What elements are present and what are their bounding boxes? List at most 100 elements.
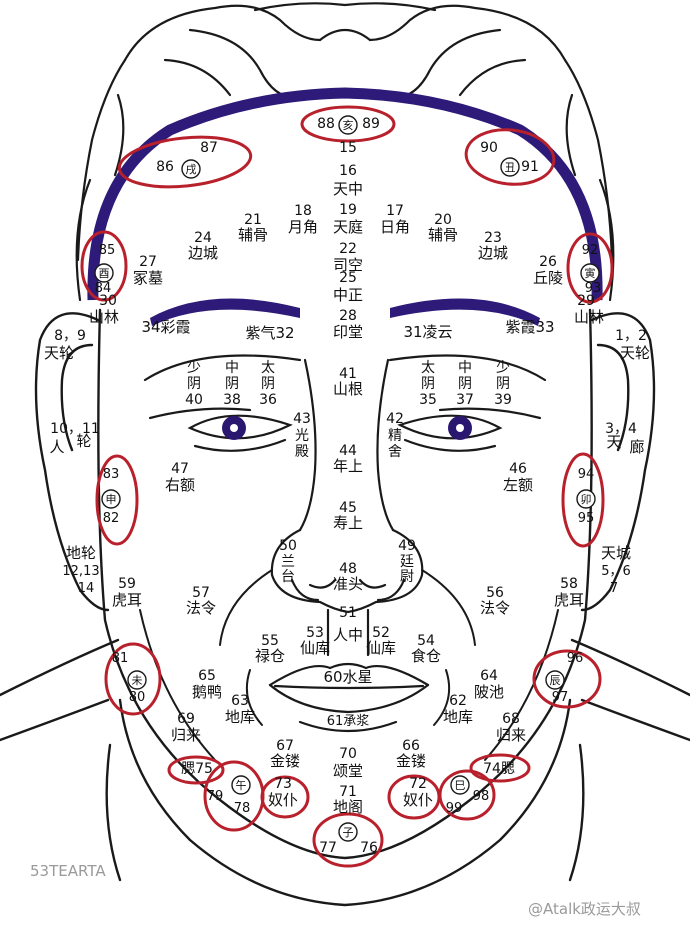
label-t-zuoe: 左额 bbox=[503, 476, 533, 494]
label-t-taiyin-l: 太 bbox=[261, 360, 275, 376]
label-p97: 97 bbox=[552, 690, 569, 705]
label-p89: 89 bbox=[362, 116, 380, 132]
label-p12-13: 12,13 bbox=[62, 564, 99, 579]
seal-yin-glyph: 寅 bbox=[585, 266, 596, 280]
label-t-guilai-r: 归来 bbox=[496, 726, 526, 744]
label-t-songtang: 颂堂 bbox=[333, 762, 363, 780]
seal-chen: 辰 bbox=[545, 670, 565, 690]
seal-mao-glyph: 卯 bbox=[581, 493, 592, 506]
label-p95: 95 bbox=[578, 511, 595, 526]
irises bbox=[222, 416, 472, 440]
seal-zi-glyph: 子 bbox=[343, 826, 354, 839]
label-t-shaoyin-l: 少 bbox=[187, 360, 201, 376]
label-p39: 39 bbox=[494, 392, 512, 408]
label-p61: 61承浆 bbox=[327, 714, 370, 729]
label-p69: 69 bbox=[177, 711, 195, 727]
label-p76: 76 bbox=[360, 840, 378, 856]
hair bbox=[75, 2, 615, 302]
label-t-shoushang: 寿上 bbox=[333, 514, 363, 532]
seal-you: 酉 bbox=[94, 263, 114, 283]
label-p88: 88 bbox=[317, 116, 335, 132]
label-t-qiuling: 丘陵 bbox=[533, 269, 563, 287]
seal-hai: 亥 bbox=[338, 115, 358, 135]
label-p68: 68 bbox=[502, 711, 520, 727]
seal-mao-circle bbox=[576, 489, 596, 509]
ring-92 bbox=[566, 232, 614, 304]
seal-si-circle bbox=[450, 775, 470, 795]
label-p83: 83 bbox=[103, 467, 120, 482]
ring-75 bbox=[167, 755, 225, 785]
label-t-yuejiao: 月角 bbox=[288, 218, 318, 236]
label-p86: 86 bbox=[156, 159, 174, 175]
label-p16: 16 bbox=[339, 163, 357, 179]
label-p87: 87 bbox=[200, 140, 218, 156]
shoulders bbox=[0, 638, 690, 907]
label-p66: 66 bbox=[402, 738, 420, 754]
label-p50: 50 bbox=[279, 538, 297, 554]
label-t-guangdian2: 殿 bbox=[295, 444, 309, 460]
label-t-zhongyin-l: 中 bbox=[225, 360, 239, 376]
label-t-tiancheng: 天城 bbox=[601, 544, 631, 562]
seal-shen-circle bbox=[101, 489, 121, 509]
label-t-tingwei2: 尉 bbox=[400, 569, 414, 585]
label-p14: 14 bbox=[78, 581, 95, 596]
label-t-zhongyin-l2: 阴 bbox=[225, 376, 239, 392]
label-t-zhongmu: 冢墓 bbox=[133, 269, 163, 287]
label-p78: 78 bbox=[234, 801, 251, 816]
hairline-band bbox=[87, 87, 603, 301]
seal-wu-glyph: 午 bbox=[236, 779, 247, 792]
label-p28: 28 bbox=[339, 308, 357, 324]
label-p41: 41 bbox=[339, 366, 357, 382]
label-p1-2: 1，2 bbox=[615, 328, 647, 344]
label-t-faling-l: 法令 bbox=[186, 599, 216, 617]
label-p81: 81 bbox=[112, 651, 129, 666]
label-t-guilai-l: 归来 bbox=[171, 726, 201, 744]
label-p94: 94 bbox=[578, 467, 595, 482]
label-t-jingshe2: 舍 bbox=[388, 444, 402, 460]
label-p46: 46 bbox=[509, 461, 527, 477]
seal-yin-circle bbox=[580, 263, 600, 283]
label-t-tianlun-l: 天轮 bbox=[44, 344, 74, 362]
label-p3-4: 3，4 bbox=[605, 421, 637, 437]
label-p40: 40 bbox=[185, 392, 203, 408]
label-t-eya: 鹅鸭 bbox=[192, 683, 222, 701]
face-outline bbox=[97, 308, 593, 860]
label-t-zhongyin-r: 中 bbox=[458, 360, 472, 376]
label-p65: 65 bbox=[198, 668, 216, 684]
label-t-xianku-l: 仙库 bbox=[300, 639, 330, 657]
label-t-zhongyin-r2: 阴 bbox=[458, 376, 472, 392]
label-t-fugu-r: 辅骨 bbox=[428, 226, 458, 244]
label-t-jinlou-r: 金镂 bbox=[396, 752, 426, 770]
ring-90 bbox=[464, 128, 556, 186]
label-t-shangen: 山根 bbox=[333, 380, 363, 398]
seal-xu-glyph: 戌 bbox=[186, 163, 197, 176]
label-p18: 18 bbox=[294, 203, 312, 219]
label-p44: 44 bbox=[339, 443, 357, 459]
label-p53: 53 bbox=[306, 625, 324, 641]
label-p21: 21 bbox=[244, 212, 262, 228]
seal-yin: 寅 bbox=[580, 263, 600, 283]
label-t-shaoyin-l2: 阴 bbox=[187, 376, 201, 392]
label-p79: 79 bbox=[207, 789, 224, 804]
label-t-shaoyin-r2: 阴 bbox=[496, 376, 510, 392]
label-t-jinlou-l: 金镂 bbox=[270, 752, 300, 770]
cheek-lines bbox=[139, 569, 559, 761]
seal-hai-circle bbox=[338, 115, 358, 135]
label-t-youe: 右额 bbox=[165, 476, 195, 494]
label-p27: 27 bbox=[139, 254, 157, 270]
label-p75: 腮75 bbox=[181, 761, 213, 777]
label-t-renlun-l2: 轮 bbox=[76, 432, 91, 450]
label-p73: 73 bbox=[274, 776, 292, 792]
label-t-sikong: 司空 bbox=[333, 256, 363, 274]
seal-you-circle bbox=[94, 263, 114, 283]
ring-94 bbox=[561, 452, 605, 548]
label-p52: 52 bbox=[372, 625, 390, 641]
label-p48: 48 bbox=[339, 561, 357, 577]
ring-85 bbox=[80, 230, 128, 302]
label-t-taiyin-r2: 阴 bbox=[421, 376, 435, 392]
label-p63: 63 bbox=[231, 693, 249, 709]
zone-rings bbox=[80, 105, 614, 868]
label-p93: 93 bbox=[585, 281, 602, 296]
label-t-shanlin-l: 山林 bbox=[89, 308, 119, 326]
